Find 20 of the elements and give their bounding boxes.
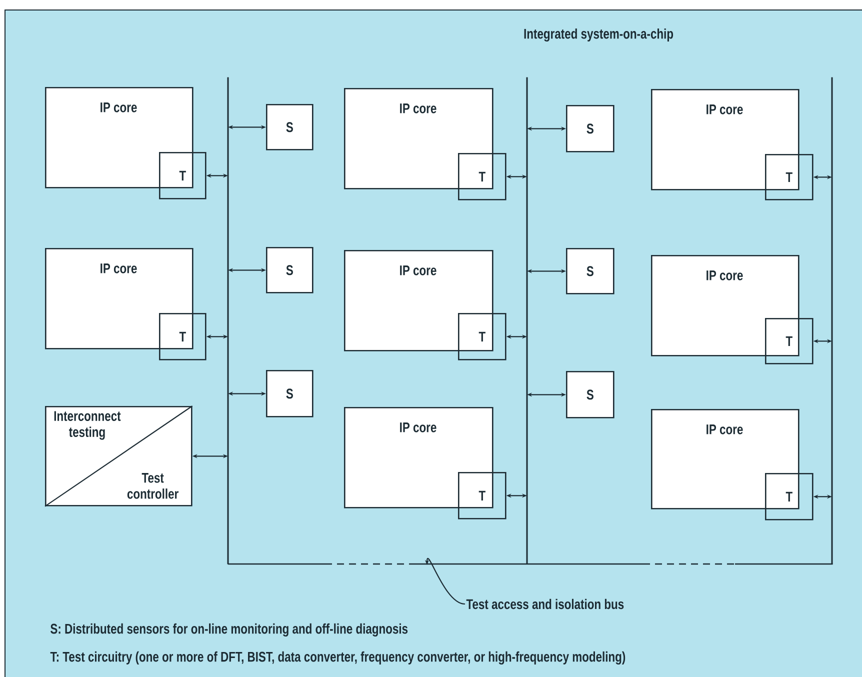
- sensor-box: S: [566, 248, 614, 294]
- test-circuit-box: T: [159, 313, 206, 360]
- test-circuit-box: T: [765, 473, 814, 520]
- sensor-box: S: [266, 370, 314, 418]
- test-circuit-box: T: [458, 313, 506, 360]
- sensor-box: S: [566, 105, 614, 152]
- sensor-box: S: [566, 371, 614, 418]
- note-text: T: Test circuitry (one or more of DFT, BIST, data converter, frequency converter, or high-frequency modeling): [50, 651, 626, 665]
- test-circuit-box: T: [765, 154, 814, 200]
- test-circuit-box: T: [458, 472, 506, 520]
- sensor-box: S: [266, 247, 314, 294]
- chip-title: Integrated system-on-a-chip: [524, 28, 674, 42]
- bus-label: Test access and isolation bus: [466, 598, 624, 610]
- sensor-box: S: [266, 104, 314, 150]
- controller-box: Interconnect testing Test controller: [44, 406, 193, 507]
- test-circuit-box: T: [765, 318, 814, 364]
- note-text: S: Distributed sensors for on-line monitoring and off-line diagnosis: [50, 623, 408, 637]
- bus-line: [228, 563, 833, 565]
- test-circuit-box: T: [159, 152, 206, 200]
- test-circuit-box: T: [458, 153, 506, 200]
